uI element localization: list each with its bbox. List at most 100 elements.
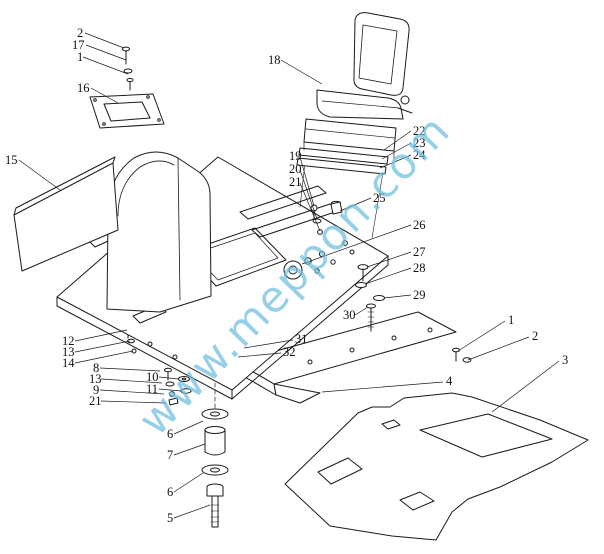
callout-leader-18 <box>457 320 506 352</box>
callout-label-25: 25 <box>373 191 386 205</box>
callout-label-30: 30 <box>343 308 356 322</box>
callout-leader-1 <box>85 44 127 61</box>
callout-leader-34 <box>173 443 206 456</box>
callout-leader-36 <box>173 504 211 519</box>
callout-label-3: 3 <box>562 353 568 367</box>
callout-label-7: 7 <box>167 448 173 462</box>
callout-label-22: 22 <box>413 124 426 138</box>
callout-leader-25 <box>74 340 131 353</box>
callout-label-4: 4 <box>446 374 453 388</box>
top-bolts <box>121 46 134 91</box>
callout-leader-10 <box>381 142 412 160</box>
callout-label-18: 18 <box>268 53 281 67</box>
callout-leader-0 <box>84 32 125 49</box>
callout-label-2: 2 <box>532 329 538 343</box>
callout-leader-11 <box>379 154 412 169</box>
callout-label-8: 8 <box>93 361 99 375</box>
callout-label-10: 10 <box>146 370 159 384</box>
callout-label-13: 13 <box>89 372 102 386</box>
callout-leader-28 <box>100 378 163 384</box>
callout-label-9: 9 <box>93 383 99 397</box>
seat-knob-part <box>400 95 410 105</box>
callout-leader-19 <box>467 336 530 361</box>
callout-label-19: 19 <box>289 149 302 163</box>
callout-leader-2 <box>82 56 129 75</box>
callout-label-21: 21 <box>89 394 102 408</box>
callout-leader-12 <box>339 197 372 212</box>
callout-leader-9 <box>383 130 412 151</box>
callout-leader-22 <box>243 339 294 349</box>
callout-leader-26 <box>74 350 134 364</box>
callout-leader-15 <box>364 267 412 285</box>
washer-part <box>123 68 133 74</box>
callout-leader-14 <box>366 251 412 268</box>
cover-plate-part <box>89 93 165 129</box>
callout-leader-29 <box>99 389 165 395</box>
callout-leader-20 <box>491 360 560 413</box>
seat-rail-part <box>296 157 387 175</box>
callout-label-14: 14 <box>62 356 75 370</box>
washer-part <box>201 464 229 476</box>
callout-label-32: 32 <box>283 345 296 359</box>
fender-console-part <box>106 151 212 313</box>
callout-label-17: 17 <box>72 38 85 52</box>
bolt-shaft-part <box>211 495 219 528</box>
callout-label-27: 27 <box>413 245 426 259</box>
callout-leader-7 <box>299 169 318 220</box>
side-panel-part <box>13 156 119 272</box>
seat-rail-part <box>298 147 389 165</box>
seat-backrest-part <box>353 12 410 96</box>
callout-label-26: 26 <box>413 218 426 232</box>
callout-leader-30 <box>100 400 167 404</box>
callout-leader-16 <box>383 294 412 299</box>
callout-leader-3 <box>90 87 119 104</box>
nut-part <box>317 229 323 235</box>
callout-label-6: 6 <box>167 485 173 499</box>
callout-label-11: 11 <box>146 382 158 396</box>
callout-label-1: 1 <box>77 50 83 64</box>
callout-label-21: 21 <box>289 175 302 189</box>
callout-label-5: 5 <box>167 511 173 525</box>
washer-part <box>201 408 229 420</box>
callout-label-16: 16 <box>77 81 90 95</box>
callout-leader-6 <box>299 156 315 207</box>
callout-leader-23 <box>237 352 282 358</box>
grommet-part <box>283 260 303 280</box>
callout-label-28: 28 <box>413 261 426 275</box>
callout-label-15: 15 <box>5 153 18 167</box>
callout-label-13: 13 <box>62 345 75 359</box>
bolt-part <box>126 77 134 83</box>
seat-part <box>296 12 413 175</box>
callout-leader-24 <box>74 329 128 342</box>
floor-mat-part <box>284 392 589 541</box>
callout-leader-33 <box>173 420 204 435</box>
callout-leader-21 <box>321 381 444 393</box>
washer-part <box>355 282 367 288</box>
callout-leader-5 <box>280 59 323 85</box>
seat-base-part <box>303 118 397 152</box>
callout-leader-27 <box>99 367 161 372</box>
callout-label-24: 24 <box>413 148 426 162</box>
callout-leader-17 <box>354 306 369 316</box>
callout-label-31: 31 <box>295 332 308 346</box>
nut-part <box>168 397 179 406</box>
bolt-part <box>452 347 460 353</box>
callout-leader-13 <box>301 224 412 265</box>
seat-rail-part <box>239 185 327 220</box>
spacer-part <box>330 201 343 215</box>
washer-part <box>462 357 472 363</box>
callout-label-1: 1 <box>508 313 514 327</box>
callout-label-2: 2 <box>77 26 83 40</box>
diagram-line-art <box>13 12 589 541</box>
callout-label-23: 23 <box>413 136 426 150</box>
callout-label-29: 29 <box>413 288 426 302</box>
callout-leader-31 <box>158 376 180 380</box>
callout-label-20: 20 <box>289 162 302 176</box>
callout-leader-32 <box>158 388 182 392</box>
callout-leader-35 <box>173 472 204 493</box>
callout-label-12: 12 <box>62 334 75 348</box>
damper-part <box>204 426 226 434</box>
